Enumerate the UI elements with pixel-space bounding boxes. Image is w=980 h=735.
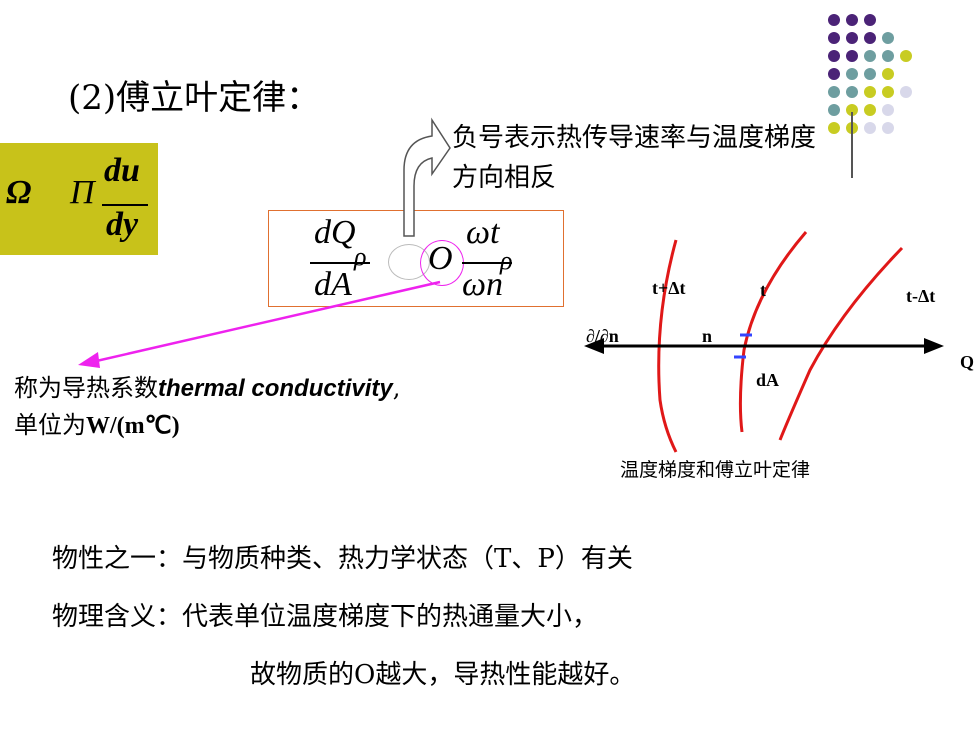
- formula-pi: Π: [70, 174, 95, 211]
- conductivity-comma: ,: [392, 374, 401, 402]
- note-line-2: 方向相反: [452, 163, 557, 193]
- formula-omega: Ω: [6, 174, 32, 211]
- label-partial-grad: ∂/∂n: [586, 326, 619, 346]
- thermal-conductivity-label: 称为导热系数thermal conductivity, 单位为W/(m℃): [14, 370, 400, 444]
- formula-numerator-du: du: [104, 152, 140, 189]
- label-t-minus-dt: t-Δt: [906, 286, 936, 306]
- conductivity-en: thermal conductivity: [158, 375, 393, 402]
- unit-value: W/(m℃): [86, 413, 180, 439]
- newton-viscosity-formula-box: [0, 143, 158, 255]
- formula-rhs-bar: [462, 262, 512, 264]
- decorative-vertical-rule: [851, 112, 853, 178]
- conductivity-cn: 称为导热系数: [14, 374, 158, 402]
- property-line: 物性之一：与物质种类、热力学状态（T、P）有关: [52, 544, 633, 574]
- conductivity-line-2: 单位为W/(m℃): [14, 407, 400, 444]
- isotherm-t-minus: [778, 246, 904, 441]
- slide-title: (2)傅立叶定律：: [68, 78, 321, 118]
- magenta-pointer-head: [78, 352, 100, 368]
- formula-denominator-dy: dy: [106, 206, 139, 243]
- formula-rho-1: ρ: [354, 242, 367, 271]
- formula-dQ: dQ: [314, 214, 356, 251]
- formula-omega-n: ωn: [462, 266, 504, 303]
- callout-arrow-icon: [403, 117, 451, 237]
- label-Q: Q: [960, 352, 975, 372]
- axis-arrow-right-icon: [924, 338, 944, 354]
- formula-minus-symbol: O: [428, 240, 453, 277]
- isotherm-t-plus: [657, 239, 678, 453]
- formula-fraction-bar: [102, 204, 148, 206]
- magenta-pointer-line: [91, 280, 441, 364]
- conductivity-line-1: 称为导热系数thermal conductivity,: [14, 370, 400, 407]
- formula-rho-2: ρ: [500, 246, 513, 275]
- label-t: t: [760, 280, 766, 300]
- label-dA: dA: [756, 370, 780, 390]
- negative-sign-note: 负号表示热传导速率与温度梯度 方向相反: [452, 118, 922, 198]
- fourier-formula-box: [268, 210, 564, 307]
- note-line-1: 负号表示热传导速率与温度梯度: [452, 123, 817, 153]
- formula-dA: dA: [314, 266, 352, 303]
- formula-omega-t: ωt: [466, 214, 500, 251]
- formula-lhs-bar: [310, 262, 370, 264]
- diagram-caption: 温度梯度和傅立叶定律: [620, 459, 811, 481]
- axis-arrow-left-icon: [584, 338, 604, 354]
- label-n: n: [702, 326, 713, 346]
- isotherm-t: [738, 231, 808, 433]
- label-t-plus-dt: t+Δt: [652, 278, 686, 298]
- conclusion-line: 故物质的O越大，导热性能越好。: [250, 660, 636, 690]
- physical-meaning-line: 物理含义：代表单位温度梯度下的热通量大小，: [52, 602, 599, 632]
- unit-prefix: 单位为: [14, 411, 86, 439]
